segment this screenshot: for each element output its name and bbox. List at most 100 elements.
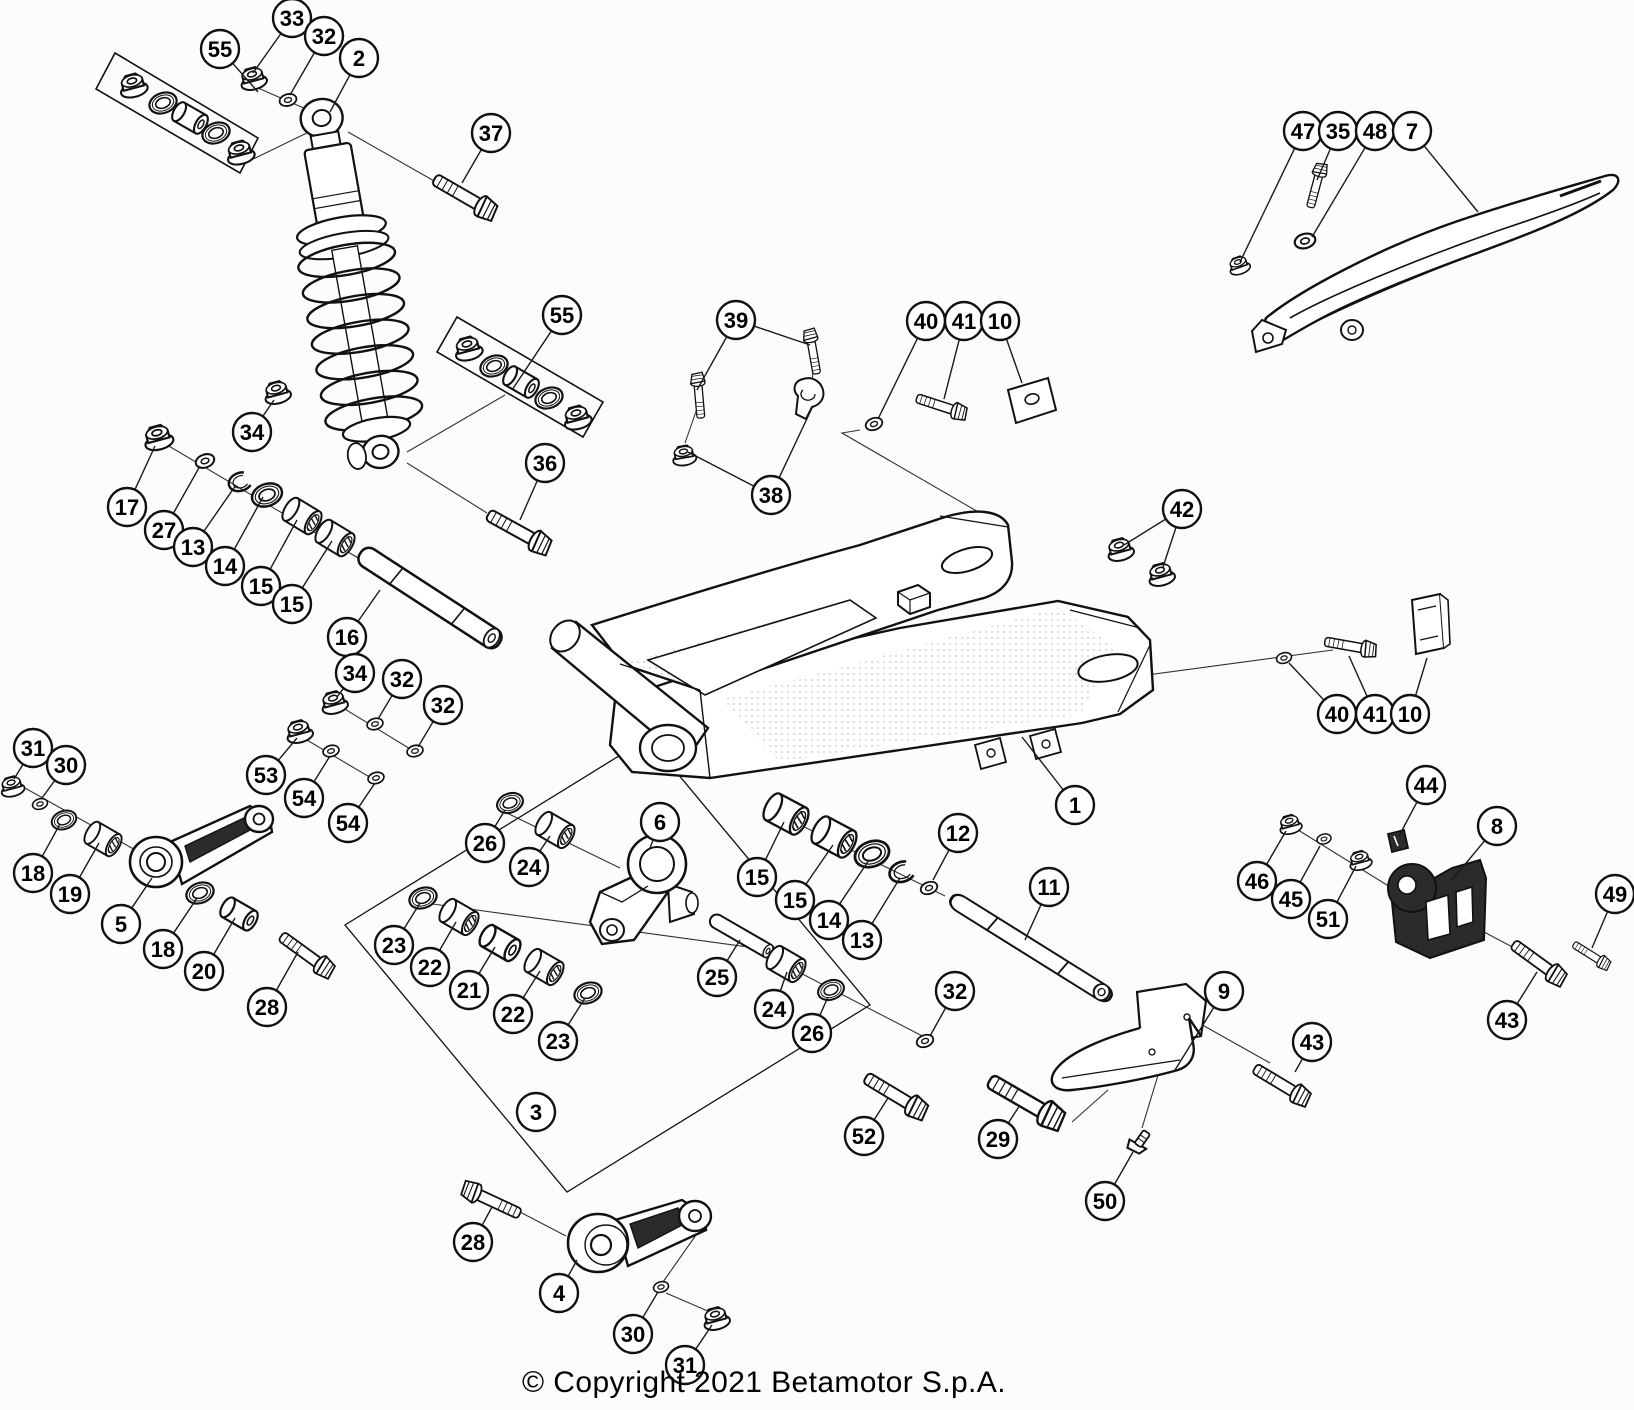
callout-14[interactable]: 14: [808, 859, 870, 941]
callout-32[interactable]: 32: [417, 684, 464, 748]
callout-13[interactable]: 13: [172, 484, 237, 568]
callout-35[interactable]: 35: [1316, 110, 1359, 181]
callout-47[interactable]: 47: [1239, 110, 1324, 263]
callout-46[interactable]: 46: [1236, 830, 1287, 902]
callout-43[interactable]: 43: [1486, 971, 1538, 1041]
callout-41[interactable]: 41: [943, 300, 985, 400]
callout-26[interactable]: 26: [791, 996, 833, 1054]
callout-15[interactable]: 15: [271, 540, 333, 625]
bearing-part: [806, 812, 862, 862]
callout-42[interactable]: 42: [1123, 488, 1203, 568]
callout-40[interactable]: 40: [1288, 662, 1358, 735]
callout-38[interactable]: 38: [687, 407, 813, 516]
svg-text:32: 32: [431, 693, 455, 718]
svg-text:34: 34: [240, 420, 265, 445]
callout-10[interactable]: 10: [979, 300, 1023, 384]
callout-11[interactable]: 11: [1024, 866, 1070, 941]
callout-32[interactable]: 32: [377, 658, 423, 720]
callout-1[interactable]: 1: [1021, 736, 1096, 826]
svg-text:41: 41: [952, 309, 976, 334]
callout-15[interactable]: 15: [774, 844, 834, 921]
bolt-part: [801, 327, 825, 376]
svg-text:31: 31: [673, 1353, 697, 1378]
callout-3[interactable]: 3: [515, 1091, 557, 1133]
callout-52[interactable]: 52: [843, 1097, 889, 1157]
callout-28[interactable]: 28: [246, 951, 299, 1028]
callout-12[interactable]: 12: [932, 812, 979, 881]
callout-5[interactable]: 5: [100, 877, 153, 945]
svg-text:42: 42: [1170, 497, 1194, 522]
callout-22[interactable]: 22: [409, 921, 457, 988]
callout-20[interactable]: 20: [183, 917, 236, 992]
callout-55[interactable]: 55: [199, 28, 259, 93]
bolt-part: [1322, 632, 1379, 660]
callout-19[interactable]: 19: [49, 842, 100, 915]
callout-6[interactable]: 6: [639, 801, 681, 849]
callout-50[interactable]: 50: [1084, 1151, 1134, 1222]
callout-32[interactable]: 32: [289, 15, 345, 96]
callout-14[interactable]: 14: [204, 496, 264, 587]
callout-10[interactable]: 10: [1389, 657, 1431, 735]
svg-text:24: 24: [517, 855, 542, 880]
callout-31[interactable]: 31: [12, 727, 54, 780]
callout-17[interactable]: 17: [106, 445, 156, 528]
callout-22[interactable]: 22: [492, 970, 541, 1035]
callout-8[interactable]: 8: [1451, 805, 1518, 881]
callout-31[interactable]: 31: [664, 1324, 713, 1386]
callout-34[interactable]: 34: [334, 652, 376, 698]
callout-29[interactable]: 29: [977, 1104, 1021, 1160]
washer-part: [365, 769, 387, 787]
spacer-part: [475, 921, 525, 965]
callout-7[interactable]: 7: [1391, 110, 1479, 213]
callout-28[interactable]: 28: [452, 1206, 494, 1263]
callout-23[interactable]: 23: [373, 902, 421, 966]
callout-21[interactable]: 21: [448, 946, 496, 1011]
callout-18[interactable]: 18: [142, 897, 198, 970]
kit-cap-part: [451, 333, 486, 365]
callout-15[interactable]: 15: [736, 821, 785, 898]
callout-54[interactable]: 54: [327, 782, 376, 844]
svg-text:54: 54: [292, 786, 317, 811]
callout-34[interactable]: 34: [231, 399, 275, 453]
shock-absorber: [295, 97, 424, 470]
callout-45[interactable]: 45: [1270, 845, 1321, 920]
bearing-part: [520, 945, 568, 989]
callout-32[interactable]: 32: [929, 970, 976, 1037]
callout-13[interactable]: 13: [841, 877, 901, 961]
svg-text:6: 6: [654, 810, 666, 835]
seal-part: [182, 877, 218, 909]
callout-41[interactable]: 41: [1348, 655, 1396, 735]
callout-16[interactable]: 16: [326, 589, 381, 658]
svg-text:54: 54: [336, 811, 361, 836]
callout-33[interactable]: 33: [252, 0, 313, 74]
svg-text:1: 1: [1069, 793, 1081, 818]
snap-ring-part: [224, 469, 253, 496]
callout-36[interactable]: 36: [519, 442, 566, 521]
callout-40[interactable]: 40: [877, 300, 947, 420]
callout-15[interactable]: 15: [240, 519, 298, 607]
callout-54[interactable]: 54: [283, 755, 331, 819]
callout-30[interactable]: 30: [41, 744, 87, 799]
callout-49[interactable]: 49: [1591, 873, 1634, 949]
callout-30[interactable]: 30: [612, 1291, 659, 1355]
callout-4[interactable]: 4: [538, 1259, 580, 1314]
callout-44[interactable]: 44: [1398, 764, 1447, 837]
callout-39[interactable]: 39: [696, 299, 811, 391]
callout-9[interactable]: 9: [1174, 970, 1245, 1071]
kit-cap-part: [116, 70, 151, 102]
callout-37[interactable]: 37: [461, 112, 512, 184]
callout-53[interactable]: 53: [245, 737, 298, 796]
callout-24[interactable]: 24: [508, 835, 551, 888]
callout-27[interactable]: 27: [143, 465, 201, 551]
callout-25[interactable]: 25: [696, 939, 741, 998]
mount-plate-top: [1006, 376, 1058, 425]
nut-part: [317, 687, 351, 718]
callout-51[interactable]: 51: [1307, 865, 1357, 940]
callout-24[interactable]: 24: [753, 971, 795, 1030]
callout-43[interactable]: 43: [1291, 1021, 1333, 1073]
callout-23[interactable]: 23: [537, 997, 586, 1062]
callout-55[interactable]: 55: [511, 294, 583, 391]
callout-26[interactable]: 26: [464, 809, 506, 864]
callout-2[interactable]: 2: [329, 37, 380, 113]
callout-18[interactable]: 18: [12, 823, 61, 894]
